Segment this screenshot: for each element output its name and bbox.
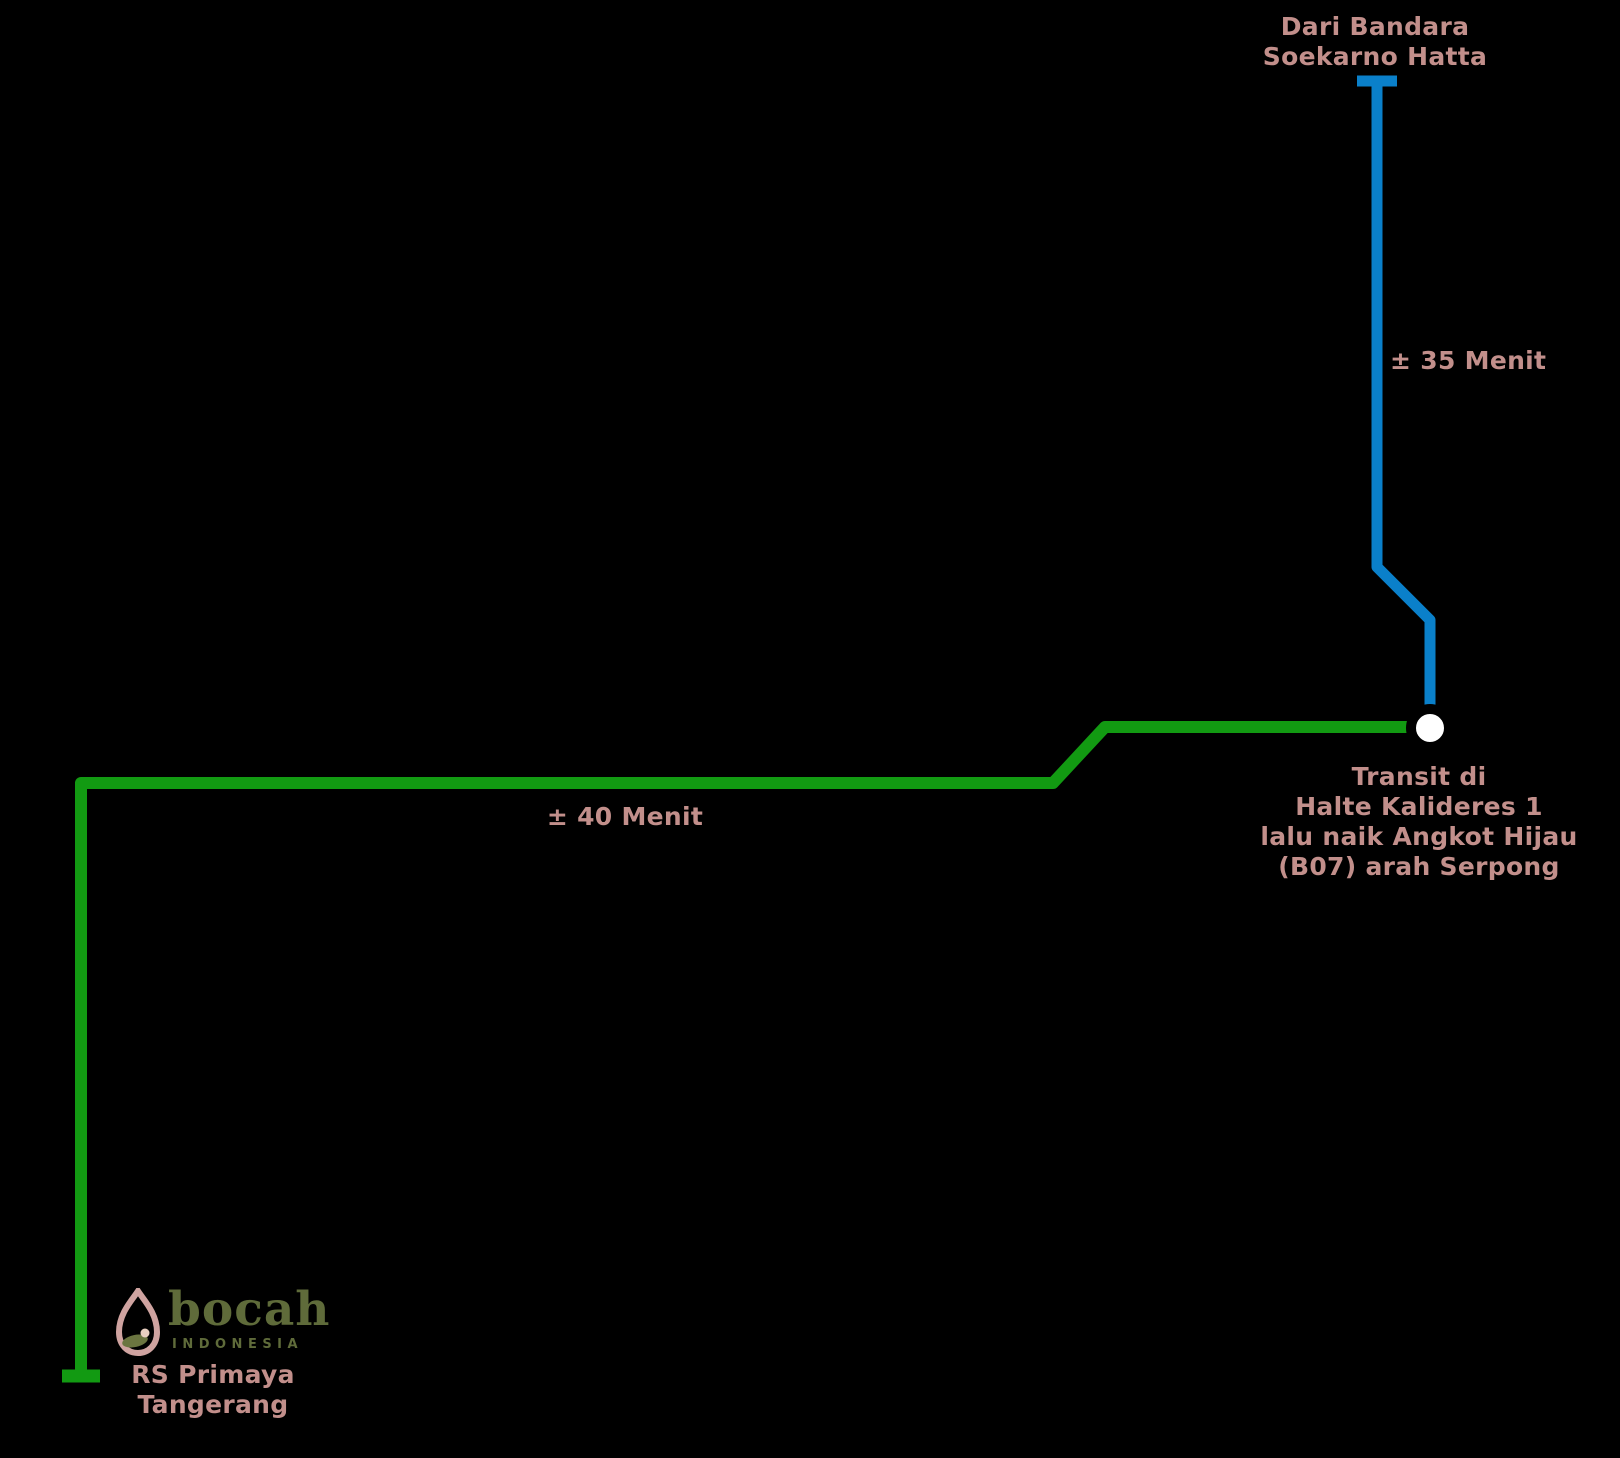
transit-label-line1: Transit di <box>1351 762 1487 791</box>
transit-label-line2: Halte Kalideres 1 <box>1295 792 1543 821</box>
transit-label: Transit di Halte Kalideres 1 lalu naik A… <box>1219 762 1619 882</box>
egg-icon <box>115 1288 161 1357</box>
egg-leaf-icon <box>122 1334 148 1348</box>
leg1-line-blue <box>1371 81 1436 728</box>
destination-label-line1: RS Primaya <box>131 1360 295 1389</box>
transit-node <box>1406 704 1454 752</box>
egg-outline <box>115 1288 161 1357</box>
transit-label-line4: (B07) arah Serpong <box>1278 852 1560 881</box>
destination-label-line2: Tangerang <box>137 1390 289 1419</box>
origin-label: Dari Bandara Soekarno Hatta <box>1175 12 1575 72</box>
origin-label-line1: Dari Bandara <box>1280 12 1470 41</box>
origin-label-line2: Soekarno Hatta <box>1262 42 1488 71</box>
bocah-logo: bocah INDONESIA <box>112 1286 342 1360</box>
leg1-duration-label: ± 35 Menit <box>1390 346 1547 375</box>
destination-label: RS Primaya Tangerang <box>63 1360 363 1420</box>
logo-subtitle: INDONESIA <box>172 1337 304 1352</box>
leg2-line-green <box>75 721 1430 1376</box>
leg2-duration-label: ± 40 Menit <box>546 802 704 831</box>
egg-sprout-icon <box>140 1328 150 1338</box>
transit-label-line3: lalu naik Angkot Hijau <box>1260 822 1578 851</box>
logo-name: bocah <box>168 1282 331 1337</box>
